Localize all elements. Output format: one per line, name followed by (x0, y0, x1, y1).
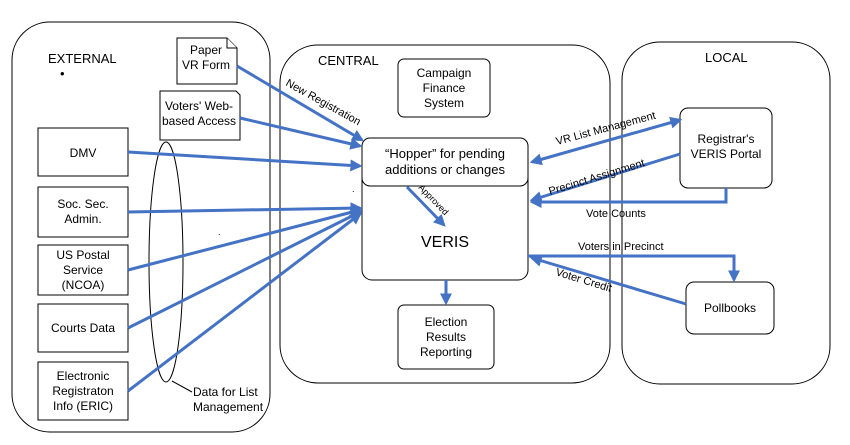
paper-vr-form-label-2: VR Form (182, 58, 230, 72)
arrow-vr-list-management (529, 116, 683, 166)
campaign-label-3: System (424, 96, 464, 110)
external-region-label: EXTERNAL (48, 51, 117, 66)
local-region-label: LOCAL (705, 50, 748, 65)
arrow-voter-credit (529, 254, 687, 306)
registrar-label-1: Registrar's (698, 132, 755, 146)
central-region-label: CENTRAL (318, 53, 379, 68)
arrow-web-to-hopper (239, 116, 363, 150)
list-management-pointer (171, 380, 193, 393)
arrow-paper-to-hopper (236, 64, 365, 142)
arrow-precinct-assignment (529, 152, 681, 203)
usps-node: US Postal Service (NCOA) (37, 244, 129, 296)
registrar-portal-node: Registrar's VERIS Portal (679, 107, 773, 189)
stray-dot-1: . (352, 184, 355, 194)
pollbooks-label: Pollbooks (704, 301, 756, 315)
label-voters-in-precinct: Voters in Precinct (578, 241, 664, 253)
election-label-1: Election (425, 315, 468, 329)
courts-label: Courts Data (51, 321, 115, 335)
eric-label-1: Electronic (57, 369, 110, 383)
dmv-node: DMV (37, 127, 129, 177)
ssa-label-1: Soc. Sec. (57, 197, 108, 211)
arrow-voters-in-precinct (528, 254, 740, 283)
eric-node: Electronic Registraton Info (ERIC) (37, 361, 129, 421)
election-label-2: Results (426, 330, 466, 344)
hopper-label-1: “Hopper” for pending (385, 146, 505, 161)
pollbooks-node: Pollbooks (685, 281, 775, 335)
paper-vr-form-node: Paper VR Form (176, 37, 238, 85)
label-vote-counts: Vote Counts (586, 208, 646, 220)
campaign-finance-node: Campaign Finance System (397, 58, 491, 118)
ssa-node: Soc. Sec. Admin. (37, 186, 129, 238)
usps-label-3: (NCOA) (62, 278, 105, 292)
election-results-node: Election Results Reporting (397, 304, 495, 370)
list-management-ellipse (148, 141, 184, 383)
election-label-3: Reporting (420, 345, 472, 359)
web-access-label-2: based Access (162, 114, 236, 128)
usps-label-2: Service (63, 263, 103, 277)
stray-dot-2: . (218, 227, 221, 237)
web-access-label-1: Voters' Web- (165, 99, 233, 113)
usps-label-1: US Postal (56, 248, 109, 262)
bullet-dot: • (60, 66, 65, 81)
paper-vr-form-label-1: Paper (190, 43, 222, 57)
data-list-label-2: Management (193, 400, 264, 414)
campaign-label-2: Finance (423, 81, 466, 95)
registrar-label-2: VERIS Portal (691, 147, 762, 161)
arrow-dmv-to-hopper (127, 150, 363, 172)
campaign-label-1: Campaign (417, 66, 472, 80)
courts-node: Courts Data (37, 303, 129, 353)
eric-label-2: Registraton (52, 384, 113, 398)
arrow-usps-to-hopper (127, 206, 363, 272)
data-list-label-1: Data for List (193, 385, 258, 399)
web-access-node: Voters' Web- based Access (159, 90, 241, 141)
arrow-vote-counts (529, 188, 728, 208)
hopper-node: “Hopper” for pending additions or change… (361, 137, 529, 187)
veris-label: VERIS (421, 234, 469, 251)
arrow-courts-to-hopper (127, 210, 363, 330)
arrow-approved (405, 185, 446, 227)
ssa-label-2: Admin. (64, 212, 101, 226)
dmv-label: DMV (70, 146, 97, 160)
hopper-label-2: additions or changes (385, 162, 505, 177)
arrow-eric-to-hopper (127, 212, 362, 393)
eric-label-3: Info (ERIC) (53, 399, 113, 413)
arrow-ssa-to-hopper (127, 202, 363, 215)
